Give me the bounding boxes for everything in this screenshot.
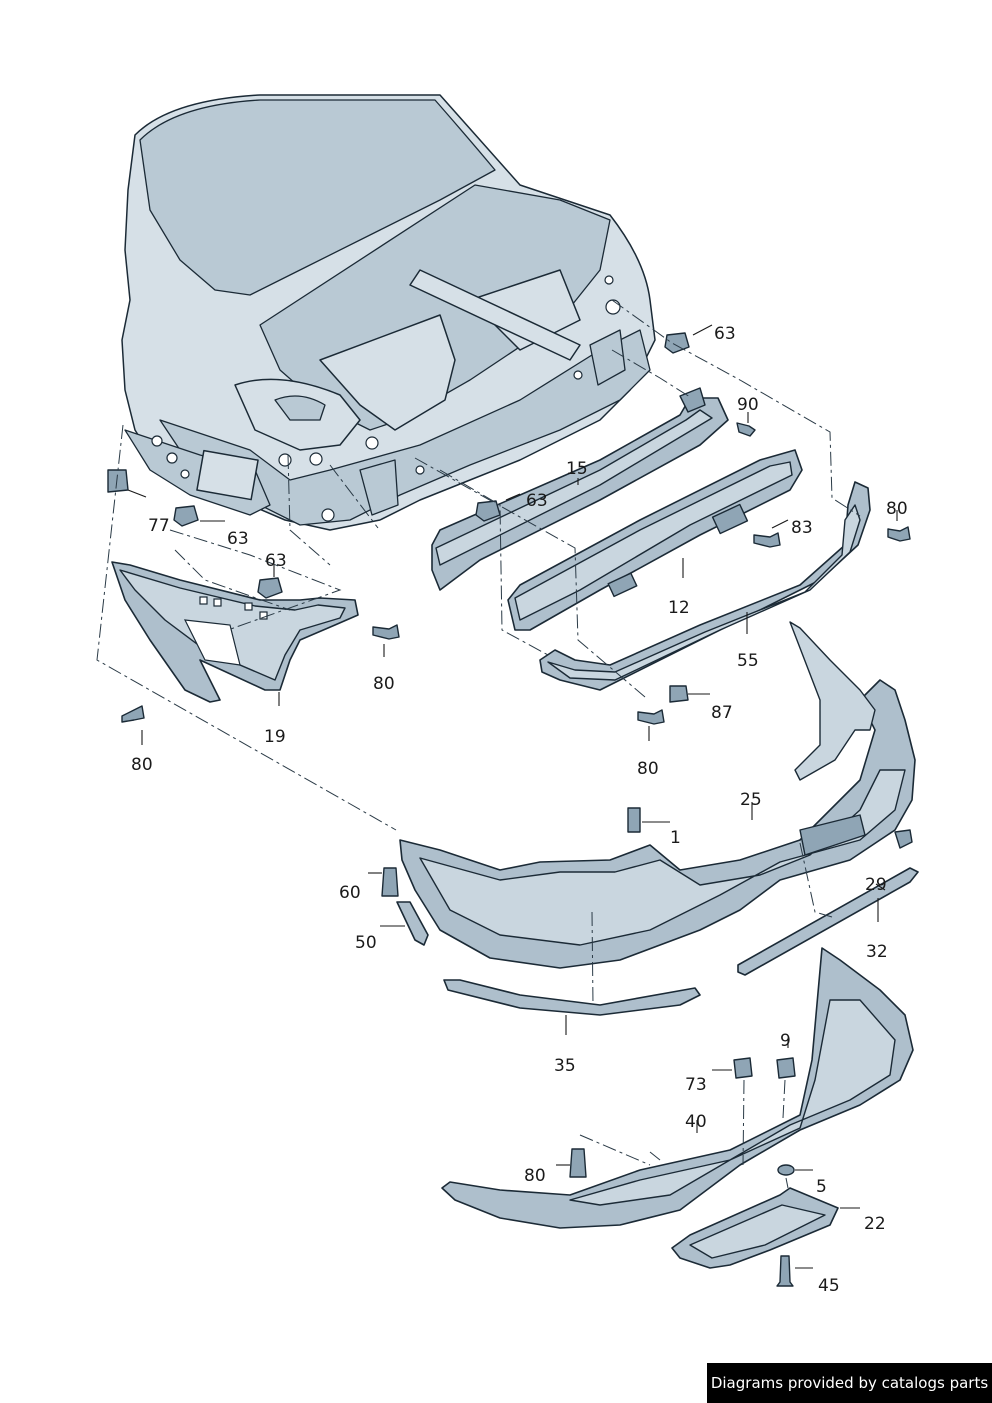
part-22-undercover[interactable] [671, 1187, 839, 1269]
part-55-guide-bracket[interactable] [539, 481, 871, 691]
label-35: 35 [554, 1056, 576, 1076]
label-32: 32 [866, 942, 888, 962]
label-45: 45 [818, 1276, 840, 1296]
label-25: 25 [740, 790, 762, 810]
part-32-trim-strip[interactable] [737, 867, 919, 976]
screw-60 [381, 867, 399, 897]
screw-63-bracket [257, 577, 283, 599]
screw-80-bracket [372, 624, 400, 640]
screw-63-top [664, 332, 690, 354]
label-63: 63 [526, 491, 548, 511]
part-40-diffuser[interactable] [441, 947, 914, 1229]
label-80: 80 [637, 759, 659, 779]
label-19: 19 [264, 727, 286, 747]
screw-80-mid [637, 709, 665, 725]
screw-80-lower [569, 1148, 587, 1178]
label-55: 55 [737, 651, 759, 671]
label-9: 9 [780, 1031, 791, 1051]
label-63: 63 [227, 529, 249, 549]
part-25-bumper-cover[interactable] [399, 621, 916, 969]
screw-1 [627, 807, 641, 833]
credit-banner: Diagrams provided by catalogs parts [707, 1363, 992, 1403]
screw-83 [753, 532, 781, 548]
washer-5 [777, 1164, 795, 1176]
label-80: 80 [524, 1166, 546, 1186]
leader-lines [127, 324, 898, 1269]
car-body-rear [121, 94, 656, 531]
part-50-bracket[interactable] [396, 901, 429, 946]
label-1: 1 [670, 828, 681, 848]
part-15-reinforcement[interactable] [431, 387, 729, 591]
label-63: 63 [265, 551, 287, 571]
label-60: 60 [339, 883, 361, 903]
clip-73 [733, 1057, 753, 1079]
label-80: 80 [131, 755, 153, 775]
label-40: 40 [685, 1112, 707, 1132]
label-22: 22 [864, 1214, 886, 1234]
screw-63-left [173, 505, 199, 527]
callout-labels: 63 90 15 63 80 77 63 83 63 12 55 80 19 8… [131, 324, 908, 1296]
label-63: 63 [714, 324, 736, 344]
screw-45 [776, 1255, 794, 1287]
part-35-trim-strip[interactable] [443, 979, 701, 1016]
screw-90 [736, 422, 756, 437]
clip-9 [776, 1057, 796, 1079]
label-50: 50 [355, 933, 377, 953]
label-15: 15 [566, 459, 588, 479]
nut-87 [669, 685, 689, 703]
label-77: 77 [148, 516, 170, 536]
part-29-clip[interactable] [894, 829, 913, 849]
label-5: 5 [816, 1177, 827, 1197]
part-12-energy-absorber[interactable] [507, 449, 803, 631]
label-80: 80 [886, 499, 908, 519]
label-83: 83 [791, 518, 813, 538]
screw-80-right [887, 526, 911, 542]
label-87: 87 [711, 703, 733, 723]
label-29: 29 [865, 875, 887, 895]
assembly-lines [96, 299, 861, 1189]
screw-77 [107, 469, 129, 493]
label-73: 73 [685, 1075, 707, 1095]
part-19-side-bracket[interactable] [111, 561, 359, 703]
label-80: 80 [373, 674, 395, 694]
label-12: 12 [668, 598, 690, 618]
fastener-screws [107, 332, 911, 1287]
label-90: 90 [737, 395, 759, 415]
screw-80-left [121, 705, 145, 723]
